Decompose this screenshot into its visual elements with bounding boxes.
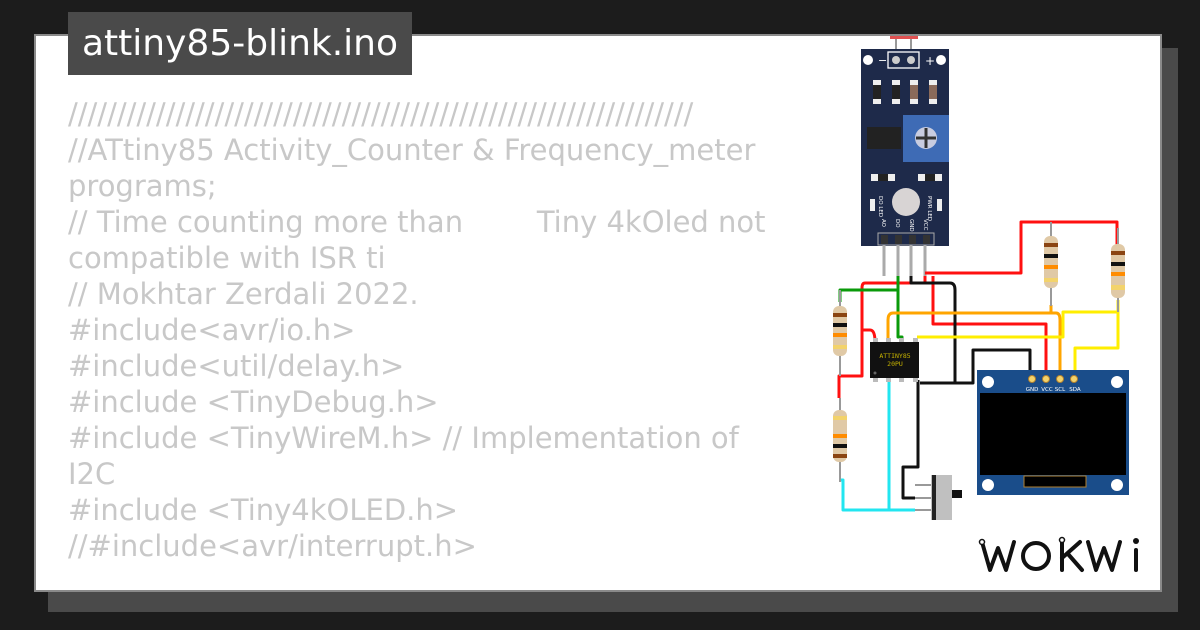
plus-label: + [925, 54, 935, 68]
chip-label: 20PU [887, 360, 903, 368]
led-label-do: DO LED [877, 196, 883, 217]
resistor[interactable] [833, 290, 847, 376]
code-line: #include<util/delay.h> [68, 349, 405, 383]
code-preview: ////////////////////////////////////////… [68, 96, 788, 564]
code-line: ////////////////////////////////////////… [68, 97, 694, 131]
wire-black [920, 348, 1032, 385]
wire-cyan [841, 478, 915, 512]
minus-label: − [878, 54, 887, 67]
code-line: #include<avr/io.h> [68, 313, 356, 347]
oled-pin-sda: SDA [1069, 387, 1081, 393]
pin-label-do: DO [894, 219, 900, 228]
wire-red [837, 276, 927, 398]
wire-green [838, 276, 900, 302]
light-sensor-module[interactable]: − + AO DO GND VCC DO LED PWR LED [861, 49, 949, 276]
oled-pin-vcc: VCC [1041, 387, 1053, 393]
wire-red [925, 220, 1119, 275]
led-label-pwr: PWR LED [926, 196, 932, 221]
circuit-group: − + AO DO GND VCC DO LED PWR LED [833, 36, 1129, 520]
file-title: attiny85-blink.ino [68, 12, 413, 75]
code-line: #include <TinyWireM.h> // Implementation… [68, 421, 749, 491]
pin-label-ao: AO [880, 219, 886, 228]
chip-label: ATTINY85 [879, 352, 910, 360]
pin-label-vcc: VCC [922, 219, 928, 231]
wokwi-logo-icon [978, 536, 1139, 572]
oled-pin-scl: SCL [1055, 387, 1066, 393]
resistor[interactable] [1044, 222, 1058, 306]
attiny85-chip[interactable]: ATTINY85 20PU [870, 338, 919, 382]
oled-pin-gnd: GND [1026, 387, 1039, 393]
code-line: #include <TinyDebug.h> [68, 385, 439, 419]
slide-switch[interactable] [915, 475, 962, 520]
wokwi-logo [978, 530, 1148, 584]
code-line: // Mokhtar Zerdali 2022. [68, 277, 419, 311]
code-line: // Time counting more than Tiny 4kOled n… [68, 205, 775, 275]
oled-display[interactable]: GND VCC SCL SDA [977, 370, 1129, 495]
code-line: #include <Tiny4kOLED.h> [68, 493, 459, 527]
wire-orange [886, 305, 1053, 342]
wire-red [931, 276, 1048, 378]
wire-black [901, 380, 920, 500]
pin-label-gnd: GND [908, 219, 914, 232]
wire-black [909, 276, 957, 385]
resistor[interactable] [1111, 228, 1125, 312]
wire-green [896, 290, 904, 342]
resistor[interactable] [833, 398, 847, 482]
code-line: //#include<avr/interrupt.h> [68, 529, 477, 563]
wire-yellow [917, 310, 1120, 378]
wire-orange [1051, 311, 1062, 378]
code-line: //ATtiny85 Activity_Counter & Frequency_… [68, 133, 765, 203]
